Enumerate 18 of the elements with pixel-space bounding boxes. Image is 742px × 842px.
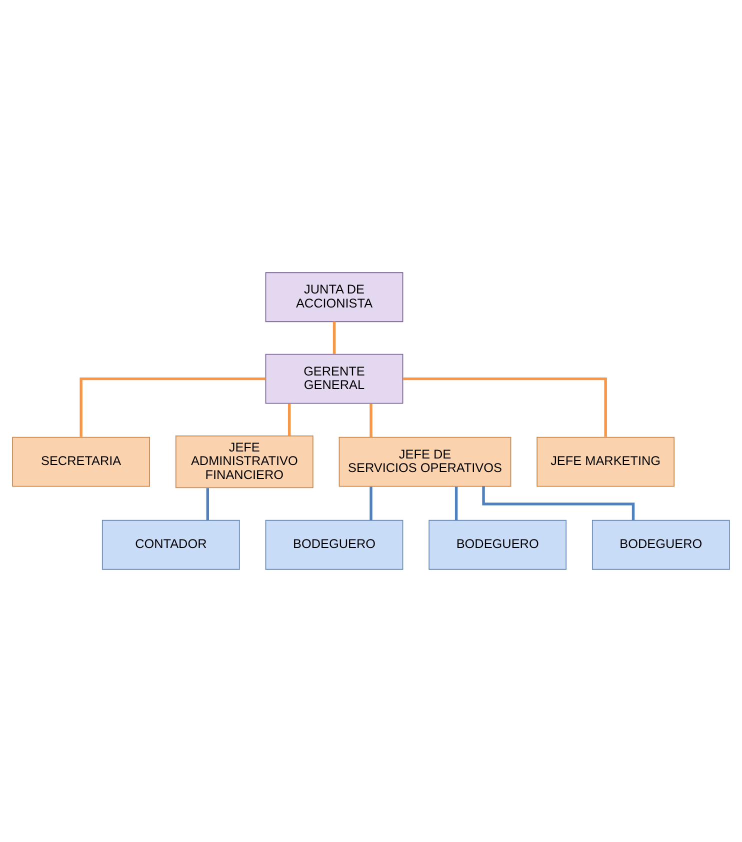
node-box: JEFE ADMINISTRATIVO FINANCIERO xyxy=(175,436,314,488)
connector xyxy=(206,488,210,520)
node-box: JUNTA DE ACCIONISTA xyxy=(265,272,404,322)
connector xyxy=(80,377,266,437)
connector xyxy=(454,486,458,520)
node-box: BODEGUERO xyxy=(428,520,567,570)
node-box: SECRETARIA xyxy=(12,436,150,487)
node-box: BODEGUERO xyxy=(592,520,730,570)
node-box: BODEGUERO xyxy=(265,520,404,570)
connector xyxy=(288,404,291,436)
connector xyxy=(332,322,336,354)
node-box: JEFE DE SERVICIOS OPERATIVOS xyxy=(338,436,512,487)
connector xyxy=(370,404,372,438)
connector xyxy=(370,486,372,520)
node-box: CONTADOR xyxy=(102,520,240,570)
node-box: GERENTE GENERAL xyxy=(265,354,404,404)
connector xyxy=(403,377,607,437)
node-box: JEFE MARKETING xyxy=(536,436,675,487)
